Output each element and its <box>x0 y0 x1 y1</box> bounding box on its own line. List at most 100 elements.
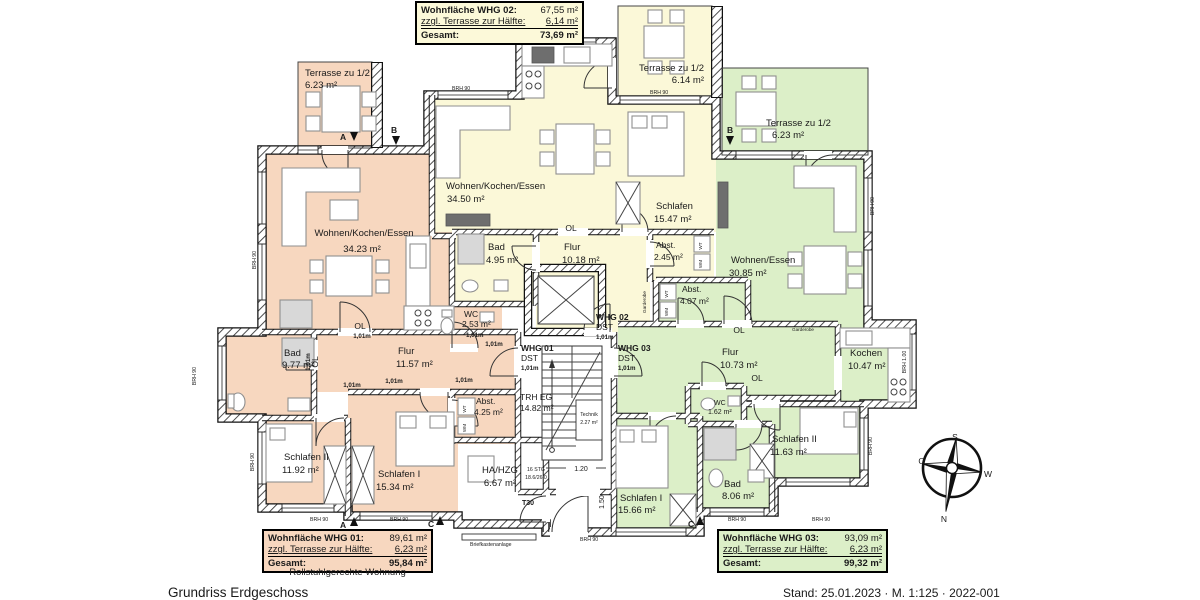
label-whg02-dst: DST <box>596 322 613 332</box>
boiler <box>467 455 495 483</box>
label-schlafen2-3: Schlafen II <box>772 434 817 445</box>
section-letter: A <box>340 520 346 530</box>
infobox-label: Gesamt: <box>268 558 307 570</box>
compass-o: O <box>918 456 925 466</box>
infobox-row: zzgl. Terrasse zur Hälfte: 6,23 m² <box>723 544 882 558</box>
label-abst3-area: 4.07 m² <box>680 296 709 306</box>
brh-label: BRH 90 <box>812 517 830 523</box>
label-wc1-area: 2.53 m² <box>462 319 491 329</box>
chair <box>539 151 555 167</box>
dim-150: 1.50 <box>599 495 606 509</box>
label-terrace1-area: 6.23 m² <box>305 80 337 91</box>
window <box>257 431 267 485</box>
brh-label: BRH 90 <box>250 453 256 471</box>
pillow <box>631 115 648 129</box>
infobox-label: Gesamt: <box>421 30 460 42</box>
door-opening <box>558 228 588 236</box>
label-technik: Technik <box>580 412 598 418</box>
sink <box>747 469 765 483</box>
room-flur-annex-whg03 <box>614 398 700 416</box>
label-whg03-dim: 1,01m <box>618 365 636 372</box>
label-terrace3: Terrasse zu 1/2 <box>766 118 831 129</box>
label-bad2: Bad <box>488 242 505 253</box>
dim-120-group: 1.20 <box>546 466 606 473</box>
garderobe-label: Garderobe <box>792 327 814 332</box>
label-living3-area: 30.85 m² <box>729 268 767 279</box>
section-letter: C <box>688 519 694 529</box>
door <box>519 494 550 523</box>
label-flur2: Flur <box>564 242 580 253</box>
window <box>863 249 873 307</box>
terrace-table <box>643 25 685 59</box>
door <box>511 242 540 272</box>
unit-labels: WHG 01 DST 1,01m WHG 02 DST 1,01m WHG 03… <box>521 312 651 372</box>
sink <box>479 311 495 323</box>
label-schlafen2-1: Schlafen II <box>284 452 329 463</box>
brh-label: BRH 90 <box>580 537 598 543</box>
pillow <box>429 415 447 429</box>
shower <box>281 337 315 367</box>
label-wc3: WC <box>714 400 726 407</box>
label-terrace2: Terrasse zu 1/2 <box>639 63 704 74</box>
label-flur1: Flur <box>398 346 414 357</box>
technik-room <box>575 399 603 441</box>
kitchen-sink <box>563 46 591 64</box>
door-opening <box>834 356 842 390</box>
shower <box>457 233 485 265</box>
t30-label: T30 <box>522 500 534 507</box>
infobox-whg02: Wohnfläche WHG 02: 67,55 m² zzgl. Terras… <box>415 1 584 45</box>
terrace-chair <box>361 115 377 132</box>
compass-star <box>922 438 982 512</box>
label-living1-area: 34.23 m² <box>343 244 381 255</box>
window <box>257 171 267 225</box>
terrace-chair <box>305 91 321 108</box>
window <box>863 177 873 233</box>
door <box>314 414 345 447</box>
terrace-chair <box>361 91 377 108</box>
label-trh-area: 14.82 m² <box>520 403 554 413</box>
ol-label: OL <box>565 223 577 233</box>
label-flur3: Flur <box>722 347 738 358</box>
window <box>615 527 687 537</box>
door <box>722 295 753 328</box>
terrace-chair <box>761 75 777 90</box>
ol-label: OL <box>310 356 320 368</box>
infobox-value: 95,84 m² <box>388 558 427 570</box>
chair <box>847 273 863 289</box>
terrace-table <box>321 85 361 133</box>
chair <box>309 279 324 294</box>
label-trh: TRH EG <box>520 392 552 402</box>
sofa <box>435 105 511 179</box>
infobox-value: 73,69 m² <box>539 30 578 42</box>
terrace-table <box>735 91 777 127</box>
label-bad1: Bad <box>284 348 301 359</box>
toilet <box>440 317 454 335</box>
window <box>437 90 509 100</box>
infobox-label: Gesamt: <box>723 558 762 570</box>
wt-label: WT <box>698 242 703 249</box>
infobox-label: zzgl. Terrasse zur Hälfte: <box>421 16 526 28</box>
door <box>489 346 522 378</box>
label-whg03-dst: DST <box>618 353 635 363</box>
toilet <box>461 279 479 293</box>
window <box>297 145 319 155</box>
chair <box>375 259 390 274</box>
door <box>338 301 372 336</box>
window <box>859 417 869 471</box>
stove <box>414 309 432 327</box>
label-kochen: Kochen <box>850 348 882 359</box>
sofa <box>793 165 857 233</box>
label-living3: Wohnen/Essen <box>731 255 795 266</box>
kitchen-sink <box>409 243 427 269</box>
mailbox-label: Briefkastenanlage <box>470 542 512 548</box>
section-markers: A B B A C C <box>340 125 734 530</box>
wt-label: WT <box>664 290 669 297</box>
infobox-value: 6,14 m² <box>545 16 578 28</box>
room-living-whg02 <box>432 42 612 232</box>
dim-120: 1.20 <box>574 466 588 473</box>
compass-rose: S O W N <box>918 432 992 524</box>
pillow <box>269 427 286 441</box>
infobox-label: Wohnfläche WHG 03: <box>723 533 819 544</box>
label-schlafen2-1-area: 11.92 m² <box>282 465 319 476</box>
label-hahzg-area: 6.67 m² <box>484 478 516 489</box>
